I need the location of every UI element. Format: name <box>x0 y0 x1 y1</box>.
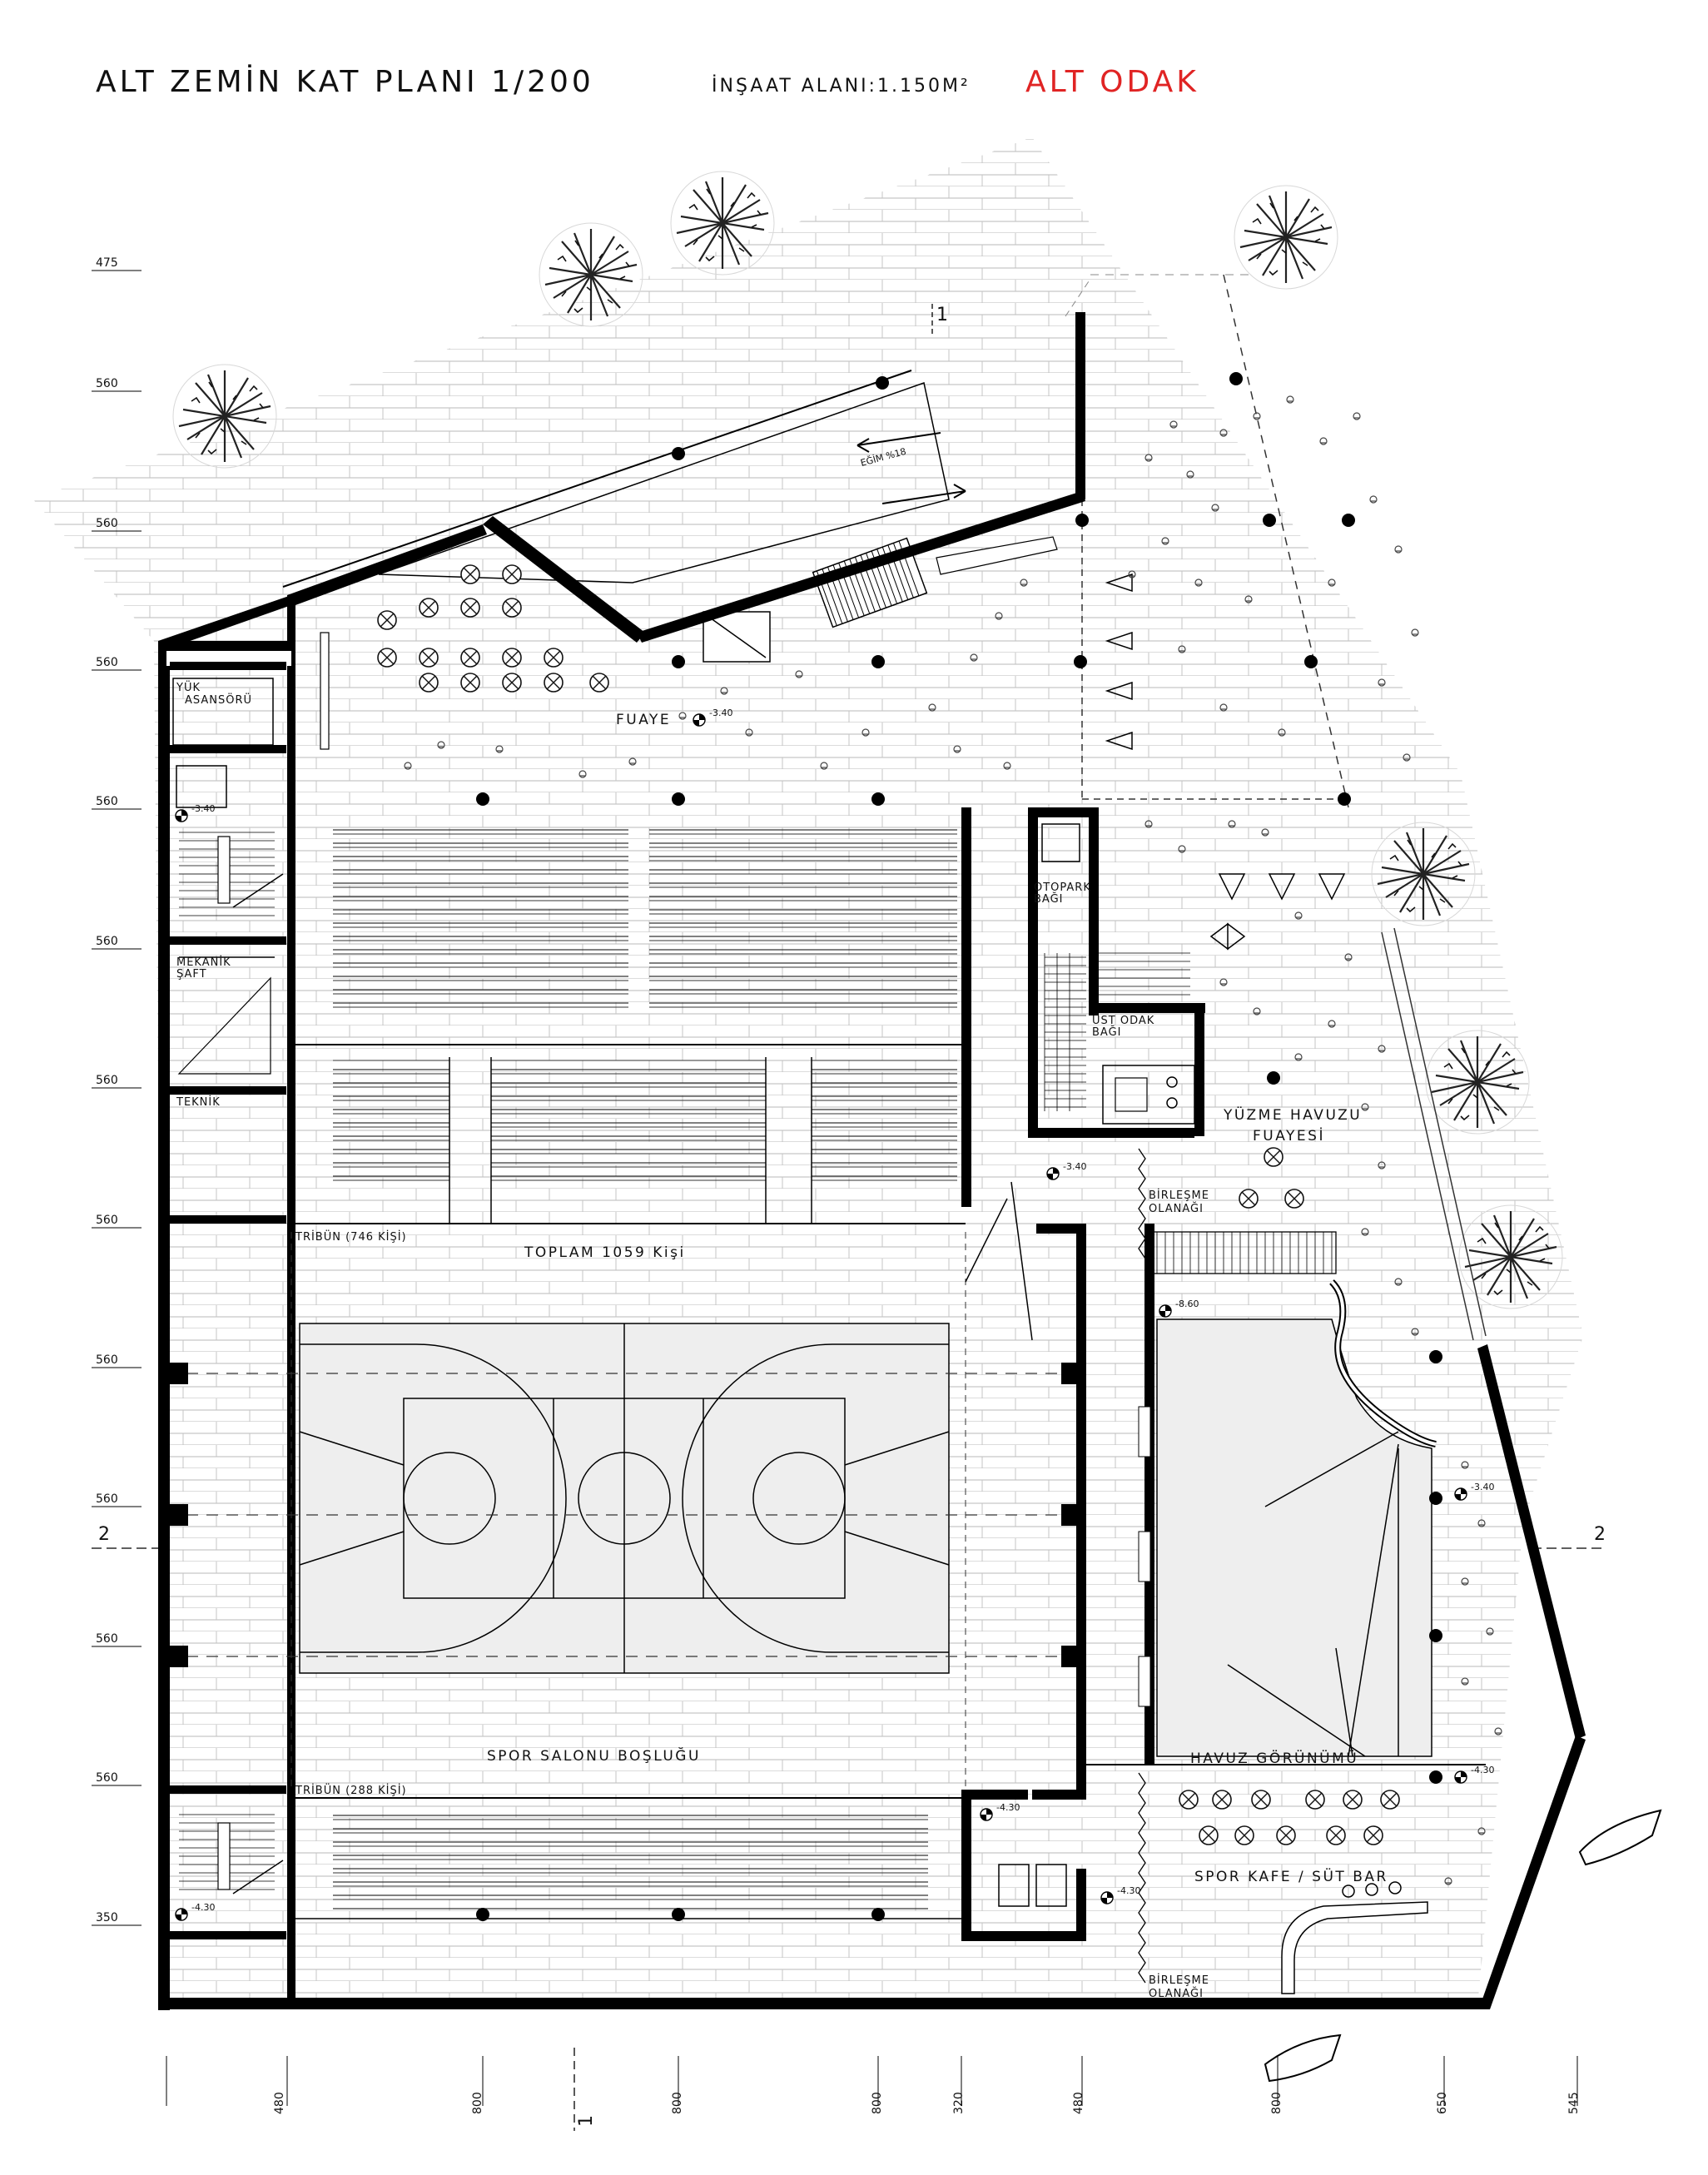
hall-wall <box>961 807 971 1207</box>
section-bottom-label: 1 <box>576 2115 597 2127</box>
cafe-area <box>998 1864 1428 1994</box>
fuaye-label: FUAYE <box>616 712 671 728</box>
section-left-label: 2 <box>98 1524 110 1545</box>
core-labels: YÜK ASANSÖRÜ MEKANİK ŞAFT TEKNİK <box>176 680 252 1109</box>
level-cafe-right: -4.30 <box>1471 1765 1494 1775</box>
dim-left-2: 560 <box>96 517 118 530</box>
dim-left-10: 560 <box>96 1632 118 1646</box>
level-stair-bottom: -4.30 <box>191 1902 215 1913</box>
service-core <box>170 632 330 1939</box>
dim-bottom-3: 800 <box>871 2092 884 2114</box>
level-mid: -3.40 <box>1063 1161 1086 1172</box>
dim-left-6: 560 <box>96 1074 118 1087</box>
level-stair-top: -3.40 <box>191 803 215 814</box>
hall-wall <box>961 1790 971 1939</box>
parking-label-1: OTOPARK <box>1034 881 1091 894</box>
section-right-label: 2 <box>1594 1524 1606 1545</box>
dim-left-4: 560 <box>96 795 118 808</box>
dim-bottom-1: 800 <box>471 2092 484 2114</box>
dim-left-1: 560 <box>96 377 118 390</box>
tree-icon <box>1233 184 1339 290</box>
technical-label: TEKNİK <box>176 1095 221 1109</box>
mechanical-label-1: MEKANİK <box>176 956 231 969</box>
exterior-walls <box>158 312 1586 2010</box>
entrance-ramp <box>378 382 950 583</box>
upper-focus-label-2: BAĞI <box>1092 1025 1122 1039</box>
room-labels: FUAYE YÜZME HAVUZU FUAYESİ BİRLEŞME OLAN… <box>295 712 1388 2000</box>
sculpture-icon <box>1264 2033 1342 2083</box>
tribune-top-label: TRİBÜN (746 KİŞİ) <box>295 1229 407 1244</box>
level-right: -3.40 <box>1471 1482 1494 1492</box>
structural-columns <box>476 372 1442 1921</box>
dim-left-11: 560 <box>96 1771 118 1785</box>
drawing-title: ALT ZEMİN KAT PLANI 1/200 İNŞAAT ALANI:1… <box>96 64 1199 99</box>
sculpture-icon <box>1578 1809 1662 1866</box>
dim-left-9: 560 <box>96 1492 118 1506</box>
site-paving-upper <box>33 137 1461 1348</box>
section-top-label: 1 <box>936 305 948 325</box>
dim-left-0: 475 <box>96 256 118 270</box>
upper-focus-label-1: ÜST ODAK <box>1092 1013 1154 1027</box>
dim-bottom-0: 480 <box>273 2092 286 2114</box>
dim-bottom-7: 650 <box>1436 2092 1449 2114</box>
merge-label-top-1: BİRLEŞME <box>1149 1189 1209 1202</box>
dim-left-8: 560 <box>96 1353 118 1367</box>
swing-doors <box>1105 573 1346 951</box>
title-accent: ALT ODAK <box>1025 65 1199 99</box>
tribune-top <box>291 824 966 1224</box>
lift-label-1: YÜK <box>176 680 201 694</box>
title-area: İNŞAAT ALANI:1.150M² <box>712 75 971 97</box>
dim-bottom-2: 800 <box>671 2092 684 2114</box>
sports-hall <box>166 1181 1085 1790</box>
merge-label-bottom-2: OLANAĞI <box>1149 1987 1204 2000</box>
pool-foyer-label-1: YÜZME HAVUZU <box>1223 1105 1362 1124</box>
swimming-pool <box>1138 1224 1437 1765</box>
dim-bottom-8: 545 <box>1567 2092 1581 2114</box>
parking-connection-core: OTOPARK BAĞI ÜST ODAK BAĞI <box>1028 807 1205 1138</box>
tribune-bottom-label: TRİBÜN (288 KİŞİ) <box>295 1783 407 1797</box>
dim-bottom-6: 800 <box>1270 2092 1283 2114</box>
dim-left-3: 560 <box>96 656 118 669</box>
dim-left-5: 560 <box>96 935 118 948</box>
total-capacity-label: TOPLAM 1059 Kişi <box>524 1244 686 1261</box>
merge-label-top-2: OLANAĞI <box>1149 1202 1204 1215</box>
parking-label-2: BAĞI <box>1034 892 1064 906</box>
section-marks: 2 2 1 1 <box>92 304 1606 2131</box>
pool-view-label: HAVUZ GÖRÜNÜMÜ <box>1190 1749 1358 1767</box>
dim-bottom-4: 320 <box>952 2092 966 2114</box>
tribune-bottom <box>291 1797 966 1919</box>
title-main: ALT ZEMİN KAT PLANI 1/200 <box>96 64 594 99</box>
lift-label-2: ASANSÖRÜ <box>185 693 252 707</box>
level-cafe-mid: -4.30 <box>1117 1885 1140 1896</box>
bottom-dimensions: 480 800 800 800 320 480 800 650 545 <box>166 2056 1581 2114</box>
level-fuaye: -3.40 <box>709 708 732 718</box>
pool-foyer-label-2: FUAYESİ <box>1253 1127 1325 1145</box>
mechanical-label-2: ŞAFT <box>176 968 207 981</box>
sports-hall-label: SPOR SALONU BOŞLUĞU <box>487 1746 701 1765</box>
level-markers: -3.40 -3.40 -3.40 -8.60 -3.40 -4.30 -4.3… <box>175 708 1494 1921</box>
level-pool: -8.60 <box>1175 1299 1199 1309</box>
dim-left-12: 350 <box>96 1911 118 1924</box>
dim-left-7: 560 <box>96 1214 118 1227</box>
level-cafe-left: -4.30 <box>996 1802 1020 1813</box>
left-dimensions: 475 560 560 560 560 560 560 560 560 560 … <box>92 256 142 1926</box>
merge-label-bottom-1: BİRLEŞME <box>1149 1974 1209 1987</box>
cafe-label: SPOR KAFE / SÜT BAR <box>1194 1867 1388 1885</box>
dim-bottom-5: 480 <box>1072 2092 1085 2114</box>
